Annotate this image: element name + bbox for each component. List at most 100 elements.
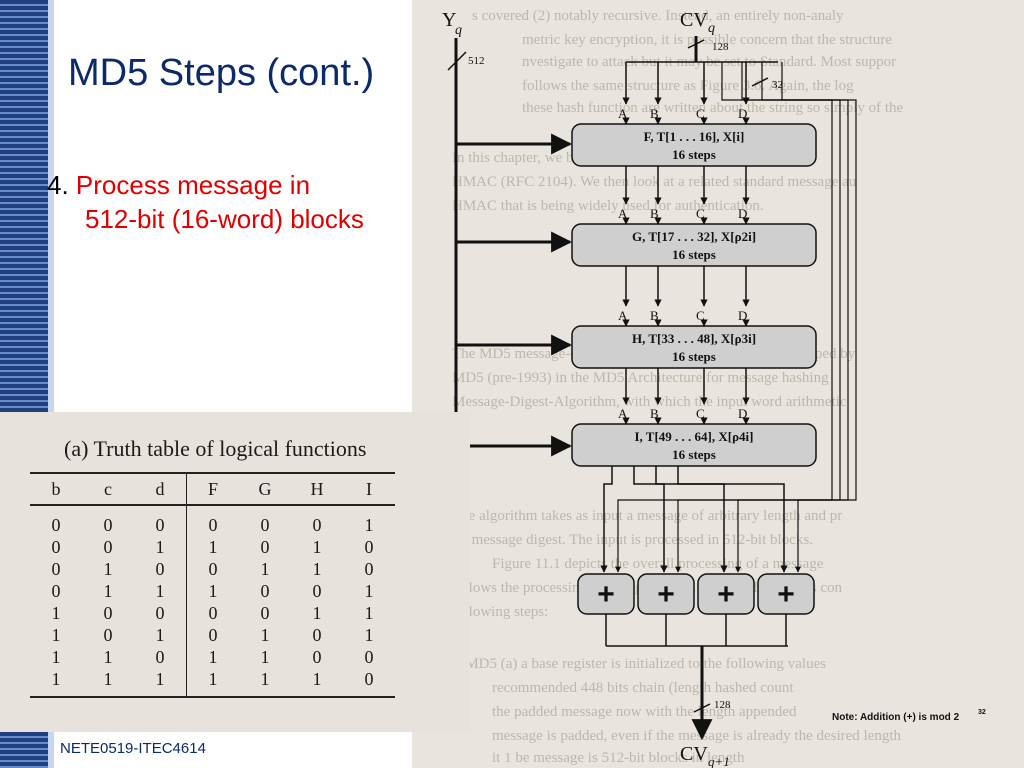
truth-table-cell: 0 — [51, 580, 61, 601]
truth-table-cell: 1 — [364, 624, 374, 645]
bullet-item: 4. Process message in 512-bit (16-word) … — [47, 168, 364, 236]
svg-text:follows the same structure as: follows the same structure as Figure 3.6… — [522, 78, 854, 94]
truth-table-cell: 0 — [208, 624, 218, 645]
round-steps-label: 16 steps — [672, 447, 716, 462]
mod-note: Note: Addition (+) is mod 2 — [832, 712, 960, 723]
slash-128-bottom — [693, 703, 711, 713]
truth-table-cell: 0 — [260, 536, 270, 557]
slash-128-top — [687, 39, 705, 49]
svg-text:MD5 (pre-1993) in the MD5 Arch: MD5 (pre-1993) in the MD5 Architecture f… — [452, 370, 829, 386]
cv-bypass-line — [675, 62, 841, 573]
abcd-label: B — [650, 406, 659, 421]
abcd-label: A — [618, 406, 628, 421]
truth-table-cell: 0 — [103, 624, 113, 645]
svg-text:recommended 448 bits chain (: recommended 448 bits chain (length hashe… — [492, 680, 794, 696]
label-128-bottom: 128 — [714, 699, 731, 711]
truth-table-cell: 0 — [51, 514, 61, 535]
truth-table-cell: 0 — [260, 580, 270, 601]
label-32: 32 — [772, 79, 783, 91]
cv-bypass-line — [781, 62, 857, 573]
abcd-label: A — [618, 106, 628, 121]
truth-table-cell: 0 — [103, 536, 113, 557]
truth-table-cell: 1 — [51, 646, 61, 667]
truth-table-cell: 1 — [134, 580, 187, 602]
truth-table-cell: 0 — [312, 624, 322, 645]
truth-table-cell: 0 — [208, 602, 218, 623]
round-boxes: F, T[1 . . . 16], X[i] 16 steps G, T[17 . … — [571, 123, 817, 467]
abcd-label: B — [650, 206, 659, 221]
abcd-label: A — [618, 206, 628, 221]
slide-title: MD5 Steps (cont.) — [68, 52, 375, 94]
truth-table-cell: 0 — [134, 602, 187, 624]
abcd-label: D — [738, 308, 747, 323]
adder-plus-symbol: + — [777, 578, 795, 611]
truth-table-header-cell: I — [343, 472, 395, 506]
truth-table-cell: 0 — [208, 558, 218, 579]
adder-plus-symbol: + — [657, 578, 675, 611]
truth-table-cell: 1 — [260, 624, 270, 645]
round-function-label: G, T[17 . . . 32], X[ρ2i] — [632, 229, 756, 244]
truth-table-cell: 1 — [208, 580, 218, 601]
truth-table-cell: 1 — [208, 646, 218, 667]
truth-table-cell: 1 — [82, 668, 134, 698]
truth-table-cell: 0 — [364, 536, 374, 557]
svg-text:these hash function are writte: these hash function are written about th… — [522, 100, 904, 116]
abcd-label: D — [738, 406, 747, 421]
truth-table-cell: 1 — [364, 514, 374, 535]
cv-feed-lines — [600, 62, 857, 573]
mod-note-exponent: 32 — [978, 709, 986, 716]
truth-table-cell: 1 — [312, 558, 322, 579]
truth-table-cell: 0 — [51, 558, 61, 579]
md5-diagram: s covered (2) notably recursive. Instead… — [412, 8, 986, 768]
abcd-label: C — [696, 106, 705, 121]
svg-text:metric key encryption, it is p: metric key encryption, it is possible co… — [522, 32, 892, 48]
cv-bypass-line — [735, 62, 849, 573]
truth-table-cell: 1 — [260, 558, 270, 579]
truth-table-cell: 0 — [103, 514, 113, 535]
truth-table-cell: 1 — [208, 536, 218, 557]
abcd-label: A — [618, 308, 628, 323]
truth-table-cell: 0 — [134, 505, 187, 536]
svg-text:s covered (2) notably recursiv: s covered (2) notably recursive. Instead… — [472, 8, 844, 24]
truth-table-header-cell: H — [291, 472, 343, 506]
round-function-label: F, T[1 . . . 16], X[i] — [644, 129, 745, 144]
round-box — [571, 223, 817, 267]
truth-table-cell: 1 — [134, 668, 187, 698]
truth-table-header-cell: G — [239, 472, 291, 506]
truth-table-cell: 0 — [103, 602, 113, 623]
svg-text:it 1 be message is 512-bit blo: it 1 be message is 512-bit blocks in len… — [492, 750, 745, 766]
truth-table-cell: 1 — [312, 536, 322, 557]
round-box — [571, 123, 817, 167]
abcd-label: B — [650, 308, 659, 323]
abcd-label: C — [696, 308, 705, 323]
truth-table-header-cell: c — [82, 472, 134, 506]
svg-text:shows the MD5 (a) a base regis: shows the MD5 (a) a base register is ini… — [412, 656, 826, 672]
bullet-line-2: 512-bit (16-word) blocks — [85, 204, 364, 234]
svg-text:the padded message now with th: the padded message now with the length a… — [492, 704, 797, 720]
truth-table-cell: 1 — [312, 602, 322, 623]
truth-table-cell: 1 — [51, 624, 61, 645]
svg-text:Figure 11.1 depicts the overal: Figure 11.1 depicts the overall processi… — [492, 556, 824, 572]
svg-text:following steps:: following steps: — [452, 604, 548, 620]
cvq-label: CV — [680, 9, 708, 31]
round-box — [571, 423, 817, 467]
round-steps-label: 16 steps — [672, 247, 716, 262]
abcd-label: C — [696, 406, 705, 421]
truth-table-cell: 1 — [186, 668, 239, 698]
sidebar-edge — [48, 0, 54, 768]
truth-table-cell: 1 — [103, 558, 113, 579]
label-128-top: 128 — [712, 41, 729, 53]
truth-table-cell: 0 — [364, 558, 374, 579]
label-512: 512 — [468, 55, 485, 67]
abcd-label: D — [738, 206, 747, 221]
round-steps-label: 16 steps — [672, 349, 716, 364]
truth-table-cell: 0 — [312, 646, 322, 667]
truth-table-cell: 1 — [103, 646, 113, 667]
